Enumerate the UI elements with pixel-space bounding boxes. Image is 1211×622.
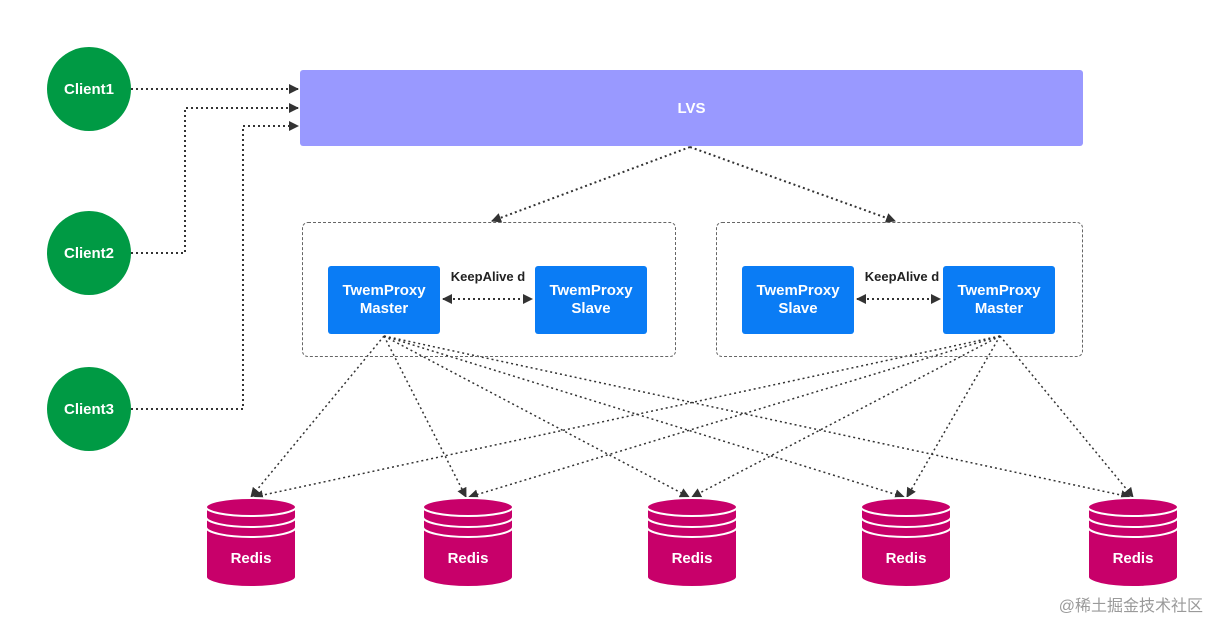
right-twemproxy-master: TwemProxy Master	[943, 266, 1055, 334]
left-master-to-redis4-line	[383, 335, 905, 500]
left-master-to-redis5-line	[383, 335, 1131, 500]
right-keepalive-label: KeepAlive d	[864, 269, 940, 284]
right-master-to-redis4-line	[906, 335, 1001, 498]
client3-to-lvs-line	[131, 121, 299, 410]
redis-3-label: Redis	[672, 550, 713, 567]
redis-2-label: Redis	[448, 550, 489, 567]
right-twemproxy-slave: TwemProxy Slave	[742, 266, 854, 334]
redis-4-label: Redis	[886, 550, 927, 567]
right-slave-label: TwemProxy Slave	[756, 282, 840, 317]
lvs-to-left-group-line	[491, 146, 691, 223]
watermark: @稀土掘金技术社区	[1058, 598, 1203, 615]
left-master-to-redis2-line	[383, 335, 467, 498]
redis-3-icon: Redis	[646, 497, 738, 588]
client2-node: Client2	[47, 211, 131, 295]
client2-label: Client2	[63, 244, 114, 262]
redis-2-icon: Redis	[422, 497, 514, 588]
left-twemproxy-master: TwemProxy Master	[328, 266, 440, 334]
client3-node: Client3	[47, 367, 131, 451]
right-master-label: TwemProxy Master	[957, 282, 1041, 317]
client1-label: Client1	[63, 80, 114, 98]
client1-node: Client1	[47, 47, 131, 131]
lvs-label: LVS	[677, 99, 706, 117]
redis-1-icon: Redis	[205, 497, 297, 588]
redis-5-icon: Redis	[1087, 497, 1179, 588]
proxy-group-right	[716, 222, 1083, 357]
client3-label: Client3	[63, 400, 114, 418]
right-master-to-redis2-line	[468, 335, 1001, 500]
left-keepalive-label: KeepAlive d	[450, 269, 526, 284]
redis-5-label: Redis	[1113, 550, 1154, 567]
left-twemproxy-slave: TwemProxy Slave	[535, 266, 647, 334]
left-master-label: TwemProxy Master	[342, 282, 426, 317]
right-master-to-redis3-line	[691, 335, 1001, 498]
lvs-to-right-group-line	[689, 146, 896, 223]
redis-1-label: Redis	[231, 550, 272, 567]
client2-to-lvs-line	[131, 103, 299, 254]
proxy-group-left	[302, 222, 676, 357]
lvs-node: LVS	[300, 70, 1083, 146]
redis-4-icon: Redis	[860, 497, 952, 588]
right-master-to-redis1-line	[253, 335, 1001, 500]
left-slave-label: TwemProxy Slave	[549, 282, 633, 317]
